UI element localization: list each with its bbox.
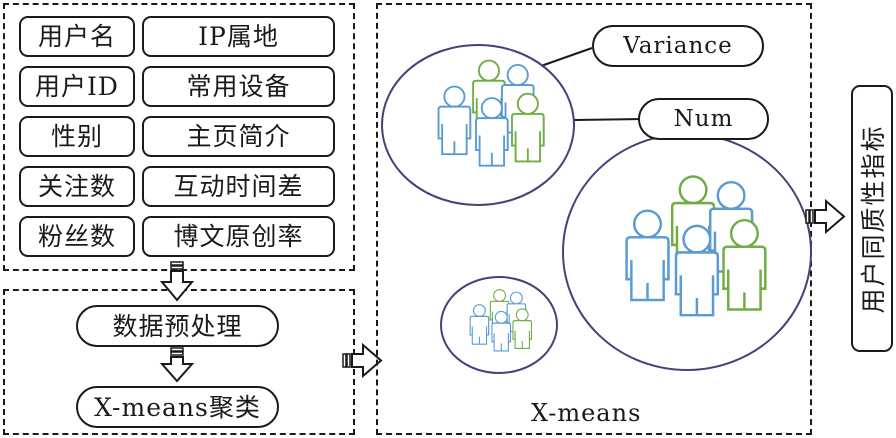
step-label: 数据预处理 (112, 311, 243, 341)
attr-username: 用户名 (19, 16, 135, 57)
attr-common-device: 常用设备 (142, 66, 335, 107)
attr-label: 互动时间差 (173, 172, 304, 201)
num-label: Num (638, 98, 769, 140)
attr-label: 常用设备 (186, 72, 291, 101)
attr-label: 博文原创率 (173, 222, 304, 251)
attr-label: 用户名 (37, 22, 116, 51)
right-arrow-icon (805, 198, 846, 235)
feature-label-text: Variance (623, 32, 733, 59)
attr-label: IP属地 (198, 22, 279, 51)
homogeneity-indicator-box: 用户同质性指标 (851, 85, 893, 352)
attr-following-count: 关注数 (19, 166, 135, 207)
attr-label: 粉丝数 (37, 222, 116, 251)
xmeans-clustering-step: X-means聚类 (76, 386, 279, 428)
feature-label-text: Num (673, 105, 734, 132)
cluster-diagram (381, 44, 812, 374)
attr-follower-count: 粉丝数 (19, 216, 135, 257)
attr-original-post-rate: 博文原创率 (142, 216, 335, 257)
attr-label: 主页简介 (186, 122, 291, 151)
attr-label: 性别 (50, 122, 103, 151)
right-arrow-icon (342, 342, 383, 379)
num-connector (573, 118, 645, 121)
down-arrow-icon (159, 261, 195, 302)
down-arrow-icon (159, 347, 195, 383)
step-label: X-means聚类 (94, 392, 261, 422)
homogeneity-indicator-label: 用户同质性指标 (859, 123, 888, 314)
attr-gender: 性别 (19, 116, 135, 157)
attr-user-id: 用户ID (19, 66, 135, 107)
attr-profile-intro: 主页简介 (142, 116, 335, 157)
attr-ip-location: IP属地 (142, 16, 335, 57)
preprocessing-step: 数据预处理 (76, 305, 279, 347)
clustering-title: X-means (531, 399, 642, 427)
attr-label: 用户ID (35, 72, 119, 101)
attr-interaction-time-gap: 互动时间差 (142, 166, 335, 207)
attr-label: 关注数 (37, 172, 116, 201)
variance-label: Variance (592, 25, 764, 67)
